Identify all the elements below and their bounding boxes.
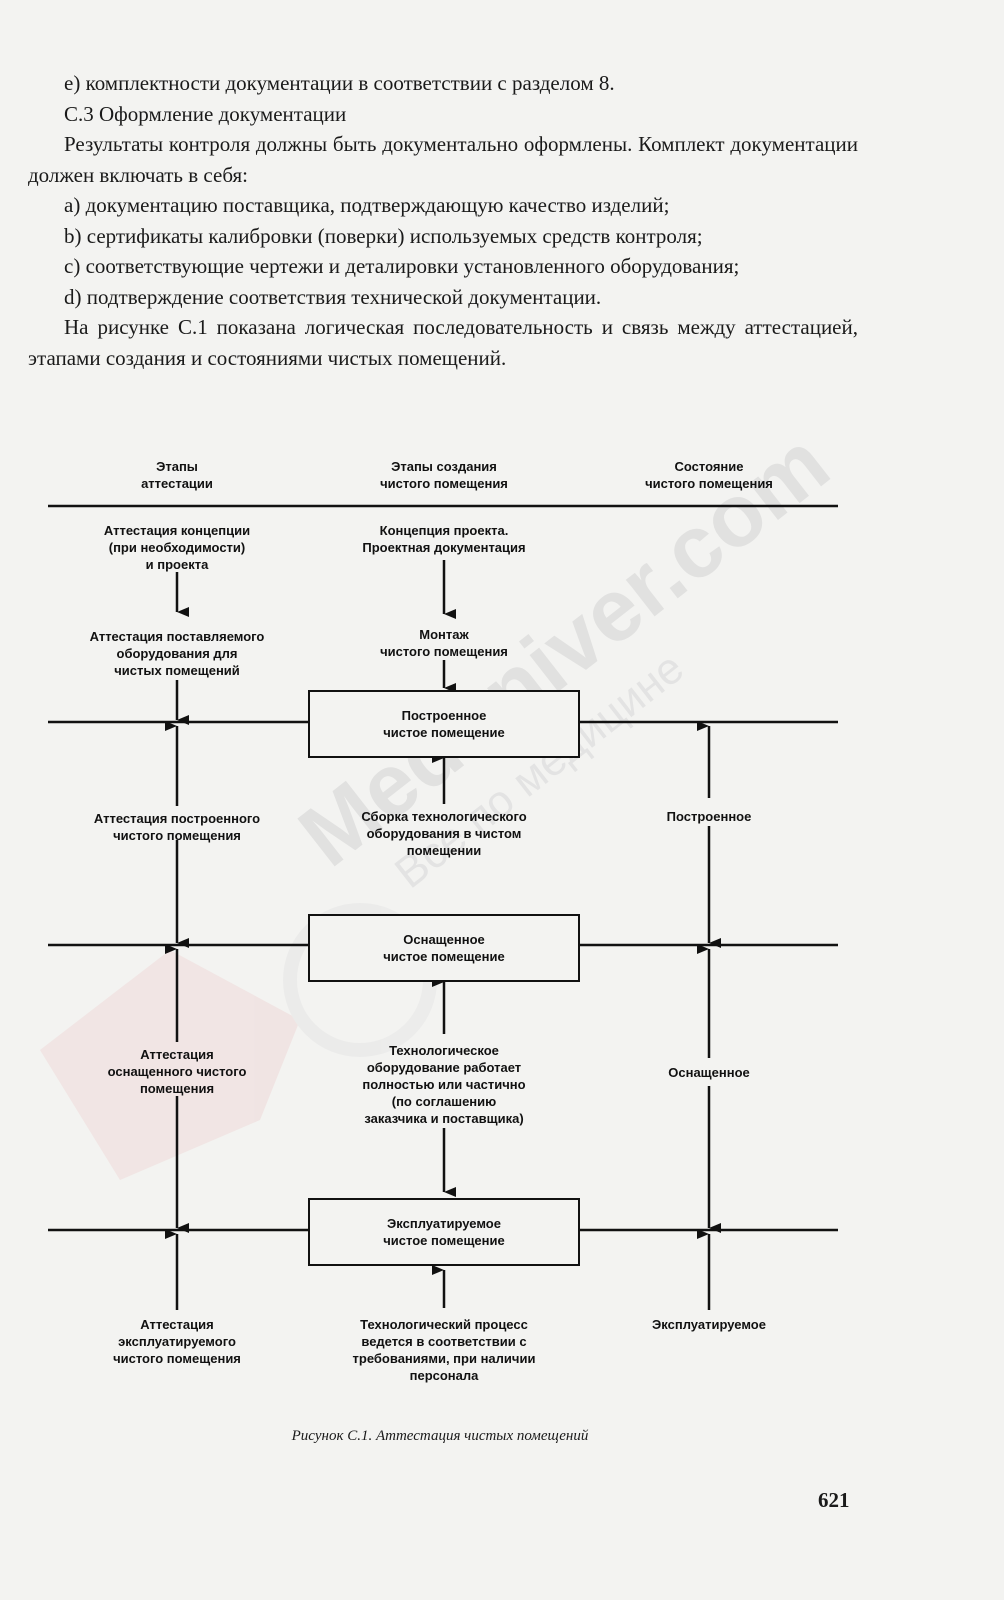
figure-c1-diagram: Этапы аттестации Этапы создания чистого …: [0, 440, 1004, 1440]
diagram-lines: [48, 504, 838, 1310]
watermark-logo-shape: [40, 950, 300, 1180]
list-item-d: d) подтверждение соответствия техническо…: [64, 284, 602, 309]
section-heading: С.3 Оформление документации: [64, 101, 347, 126]
label-supplied-equipment-attestation: Аттестация поставляемого оборудования дл…: [89, 629, 265, 678]
list-item-c: c) соответствующие чертежи и деталировки…: [64, 254, 740, 278]
figure-reference-paragraph: На рисунке С.1 показана логическая после…: [28, 315, 858, 370]
label-tech-process: Технологический процесс ведется в соотве…: [352, 1317, 536, 1383]
state-built: Построенное: [666, 809, 752, 824]
box-equipped-cleanroom: Оснащенное чистое помещение: [308, 914, 580, 982]
figure-caption: Рисунок С.1. Аттестация чистых помещений: [291, 1428, 589, 1444]
label-project-concept: Концепция проекта. Проектная документаци…: [362, 523, 526, 555]
label-concept-attestation: Аттестация концепции (при необходимости)…: [103, 523, 251, 572]
label-cleanroom-assembly: Монтаж чистого помещения: [380, 627, 508, 659]
box-built-label: Построенное чистое помещение: [383, 708, 505, 740]
label-operated-attestation: Аттестация эксплуатируемого чистого поме…: [113, 1317, 241, 1366]
box-operated-label: Эксплуатируемое чистое помещение: [383, 1216, 505, 1248]
header-cleanroom-state: Состояние чистого помещения: [645, 459, 773, 491]
body-text: е) комплектности документации в соответс…: [28, 68, 858, 373]
label-tech-equipment-assembly: Сборка технологического оборудования в ч…: [361, 809, 527, 858]
page-number: 621: [818, 1488, 850, 1512]
header-attestation-stages: Этапы аттестации: [141, 459, 213, 491]
state-equipped: Оснащенное: [668, 1065, 750, 1080]
list-item-b: b) сертификаты калибровки (поверки) испо…: [64, 223, 703, 248]
box-built-cleanroom: Построенное чистое помещение: [308, 690, 580, 758]
intro-paragraph: Результаты контроля должны быть документ…: [28, 132, 858, 187]
box-equipped-label: Оснащенное чистое помещение: [383, 932, 505, 964]
label-built-attestation: Аттестация построенного чистого помещени…: [93, 811, 261, 843]
label-tech-equipment-works: Технологическое оборудование работает по…: [362, 1043, 526, 1126]
header-creation-stages: Этапы создания чистого помещения: [380, 459, 508, 491]
label-equipped-attestation: Аттестация оснащенного чистого помещения: [107, 1047, 247, 1096]
box-operated-cleanroom: Эксплуатируемое чистое помещение: [308, 1198, 580, 1266]
list-item-a: a) документацию поставщика, подтверждающ…: [64, 193, 670, 217]
list-item-e: е) комплектности документации в соответс…: [64, 71, 615, 95]
state-operated: Эксплуатируемое: [652, 1317, 766, 1332]
